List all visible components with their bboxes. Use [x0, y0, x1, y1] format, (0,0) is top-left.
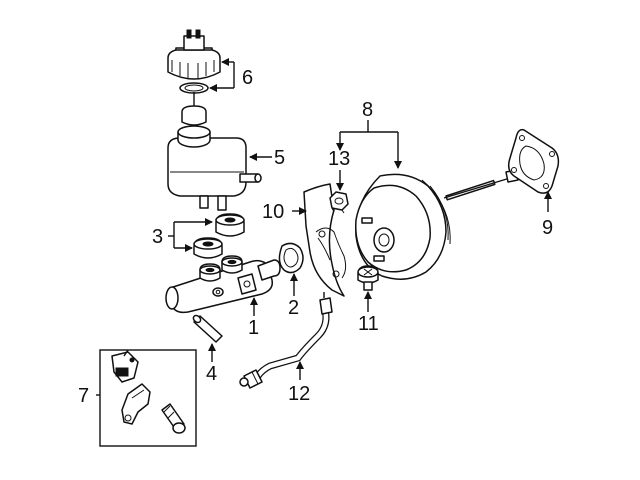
callout-10: 10	[262, 201, 284, 223]
heat-shield-part	[303, 183, 347, 297]
vacuum-hose-part	[239, 292, 333, 389]
check-valve-part	[357, 265, 379, 291]
seal-part	[278, 242, 304, 274]
reservoir-part	[167, 125, 262, 211]
sensor-kit-box	[99, 349, 197, 447]
callout-3-leader	[168, 218, 213, 252]
grommet-lower-part	[193, 237, 223, 259]
gasket-part	[507, 128, 560, 194]
callout-2: 2	[288, 297, 299, 319]
callout-7: 7	[78, 385, 89, 407]
reservoir-cap-part	[167, 29, 221, 126]
callout-1: 1	[248, 317, 259, 339]
sensor-connector-part	[111, 349, 139, 383]
callout-8: 8	[362, 99, 373, 121]
callout-9: 9	[542, 217, 553, 239]
callout-6: 6	[242, 67, 253, 89]
callout-13: 13	[328, 148, 350, 170]
brake-booster-part	[355, 169, 519, 280]
callout-6-leader	[209, 58, 235, 92]
callout-5: 5	[274, 147, 285, 169]
callout-12: 12	[288, 383, 310, 405]
callout-8-leader	[336, 120, 402, 169]
callout-3: 3	[152, 226, 163, 248]
sensor-body-part	[121, 383, 151, 425]
pin-part	[192, 314, 223, 343]
master-cylinder-part	[165, 255, 281, 314]
grommet-upper-part	[215, 213, 245, 237]
callout-4: 4	[206, 363, 217, 385]
nut-part	[329, 191, 349, 214]
sensor-bolt-part	[161, 403, 186, 434]
callout-11: 11	[358, 313, 379, 335]
